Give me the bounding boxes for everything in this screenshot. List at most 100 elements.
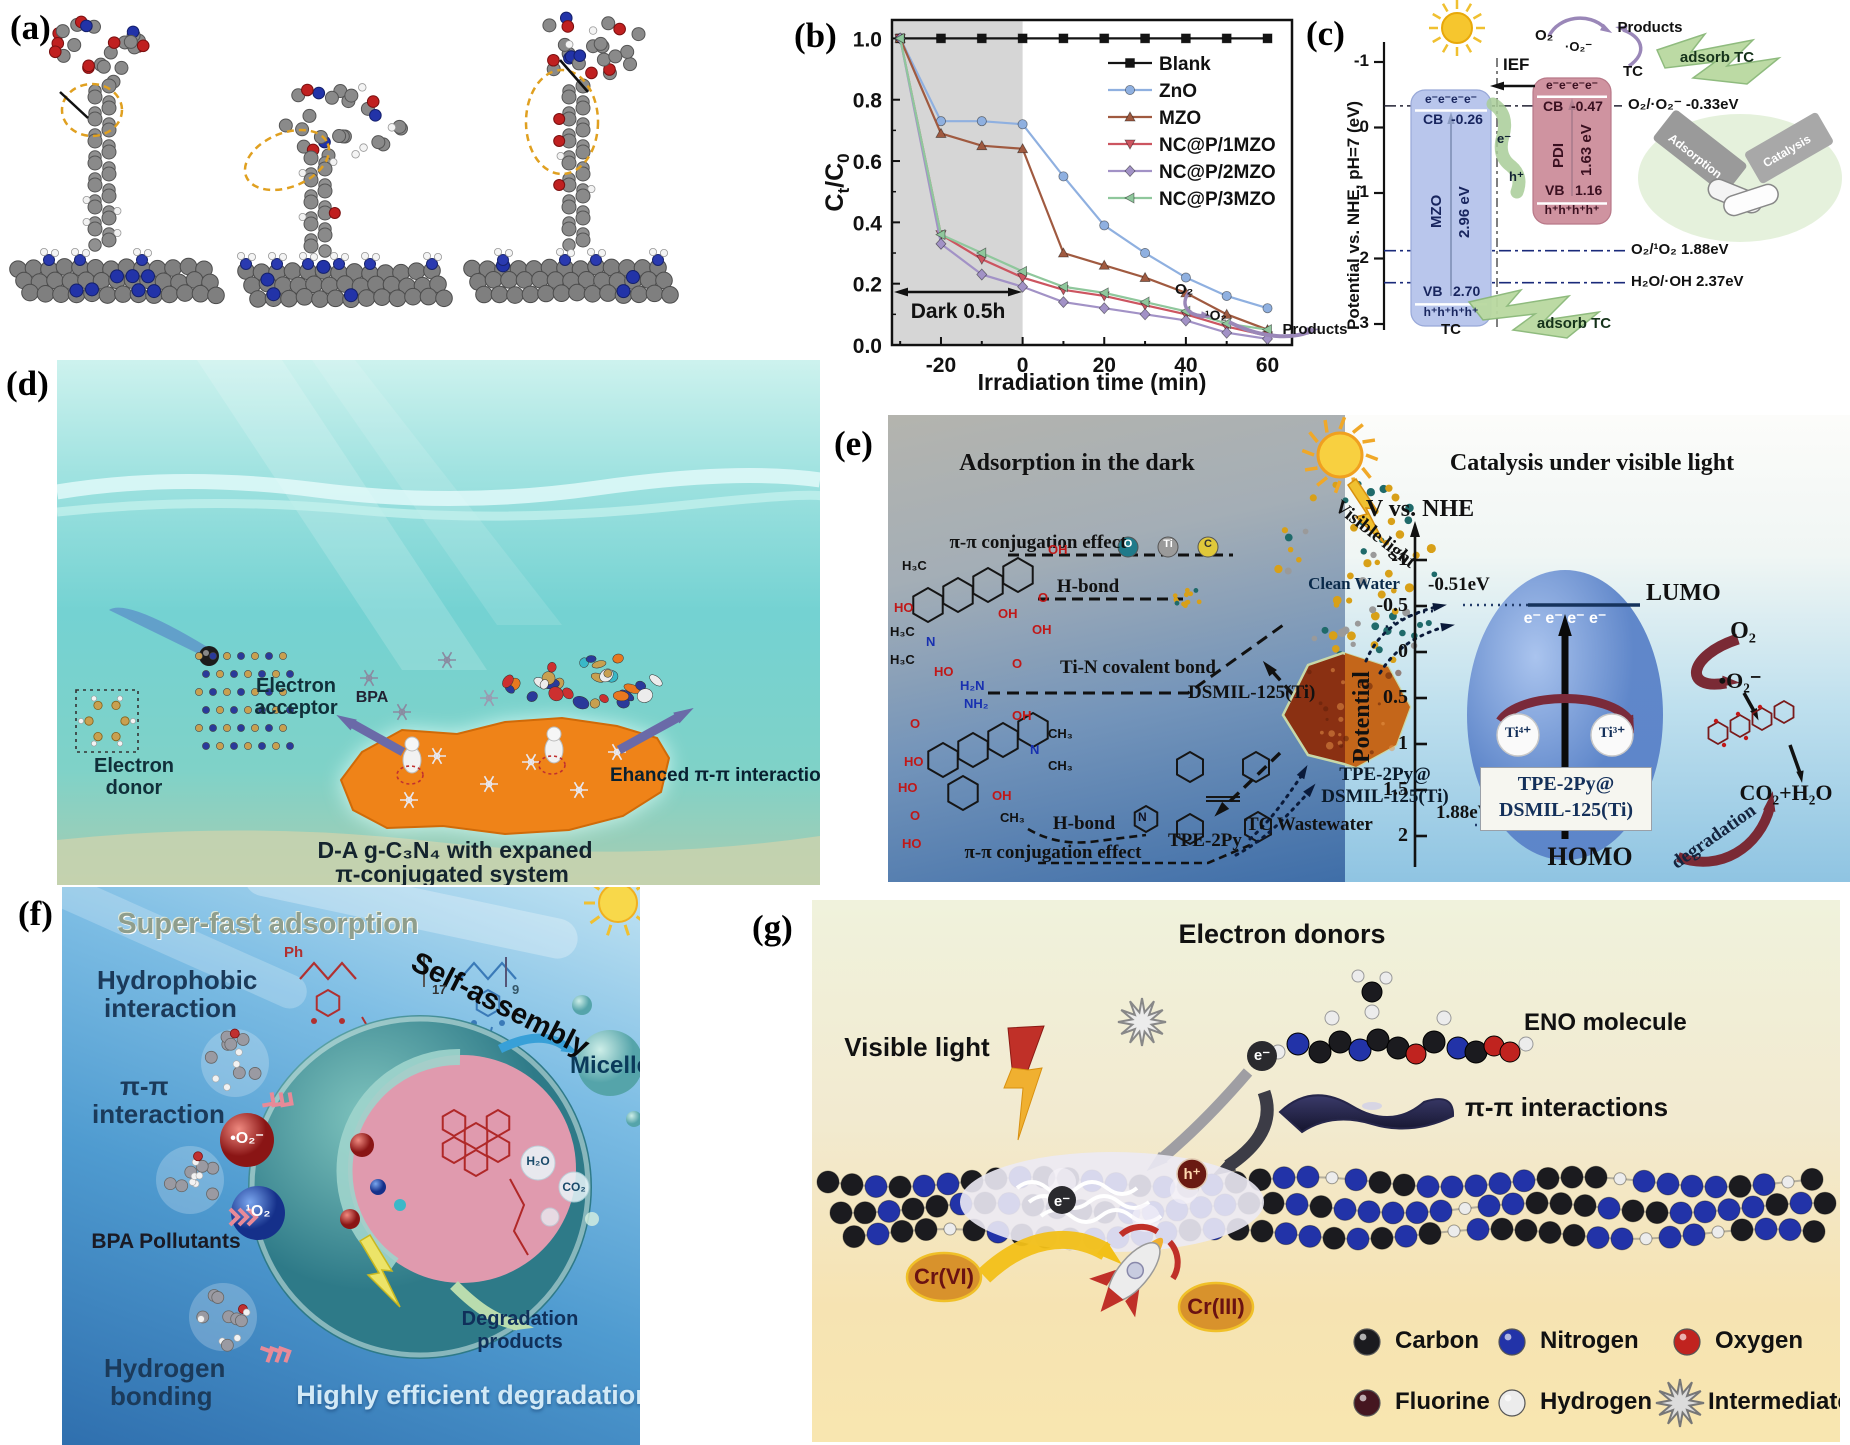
bpa-pollutants-label: BPA Pollutants — [91, 1230, 241, 1253]
n17-label: 17 — [432, 982, 447, 997]
ti3-label: Ti³⁺ — [1598, 725, 1626, 741]
co2-label: CO₂ — [562, 1180, 586, 1194]
band-diagram-graphics — [1183, 0, 1842, 339]
svg-text:NC@P/1MZO: NC@P/1MZO — [1159, 135, 1276, 156]
ti4-label: Ti⁴⁺ — [1504, 725, 1532, 741]
c-axis-tick: -1 — [1353, 51, 1369, 70]
pi-pi-effect-2: π-π conjugation effect — [964, 842, 1142, 863]
pdi-holes: h⁺h⁺h⁺h⁺ — [1544, 203, 1600, 217]
mol2-atom-label: CH₃ — [1000, 810, 1025, 825]
mol1-atom-label: H₂N — [960, 678, 985, 693]
bpa-label: BPA — [355, 689, 389, 706]
redox-level-label: H₂O/·OH 2.37eV — [1631, 272, 1744, 290]
underwater-illustration — [57, 360, 820, 885]
c-bottom-tc: TC — [1441, 321, 1461, 338]
electron-acceptor-line2: acceptor — [254, 697, 338, 719]
c-top-products: Products — [1617, 19, 1683, 36]
e-axis-tick: 0 — [1398, 640, 1408, 662]
mol2-atom-label: CH₃ — [1048, 726, 1073, 741]
highly-efficient-degradation: Highly efficient degradation — [296, 1380, 640, 1410]
mol2-atom-label: OH — [992, 788, 1012, 803]
tc-wastewater-label: TC Wastewater — [1246, 814, 1373, 835]
svg-text:NC@P/2MZO: NC@P/2MZO — [1159, 162, 1276, 183]
transfer-hole: h⁺ — [1509, 169, 1524, 184]
pdi-cb-value: -0.47 — [1571, 98, 1603, 114]
mol2-atom-label: O — [910, 716, 921, 731]
electron-donors-title: Electron donors — [1178, 919, 1386, 949]
electron-acceptor-line1: Electron — [255, 675, 337, 697]
atom-legend-label: Ti — [1163, 538, 1173, 550]
mzo-cb-label: CB — [1423, 111, 1444, 127]
svg-text:Dark 0.5h: Dark 0.5h — [911, 300, 1006, 323]
mzo-gap: 2.96 eV — [1456, 186, 1473, 238]
svg-text:0.0: 0.0 — [853, 335, 882, 358]
nhe-axis-title: V vs. NHE — [1365, 496, 1475, 522]
super-fast-adsorption: Super-fast adsorption — [117, 908, 419, 940]
ph-label: Ph — [284, 944, 304, 961]
mol1-atom-label: H₃C — [902, 558, 927, 573]
eno-molecule-label: ENO molecule — [1524, 1009, 1687, 1036]
c-axis-tick: 1 — [1359, 182, 1369, 201]
c-top-adsorb-tc: adsorb TC — [1679, 49, 1755, 66]
pdi-cb-label: CB — [1543, 98, 1564, 114]
pdi-gap: 1.63 eV — [1578, 124, 1595, 176]
svg-text:ZnO: ZnO — [1159, 81, 1197, 102]
pdi-vb-label: VB — [1545, 182, 1565, 198]
mol2-atom-label: O — [910, 808, 921, 823]
ief-label: IEF — [1503, 55, 1530, 74]
pdi-name: PDI — [1550, 142, 1567, 168]
pipi-line1: π-π — [120, 1071, 169, 1101]
e-axis-tick: -0.5 — [1376, 594, 1408, 616]
mol2-atom-label: CH₃ — [1048, 758, 1073, 773]
panel-e-mechanism: Adsorption in the dark Catalysis under v… — [888, 415, 1850, 882]
electron-label-eno: e⁻ — [1253, 1047, 1271, 1064]
redox-level-label: O₂/¹O₂ 1.88eV — [1631, 240, 1729, 258]
mol1-atom-label: HO — [934, 664, 954, 679]
mol2-atom-label: HO — [904, 754, 924, 769]
co2-h2o-label: CO₂+H₂O — [1739, 780, 1833, 805]
micelle-label: Micelle — [569, 1052, 640, 1079]
panel-a-molecular-models — [0, 0, 685, 347]
lumo-ev-label: -0.51eV — [1428, 574, 1490, 595]
transfer-electron: e⁻ — [1497, 131, 1512, 146]
mol2-atom-label: HO — [902, 836, 922, 851]
panel-c-band-diagram: Potential vs. NHE, pH=7 (eV) IEF e⁻e⁻e⁻e… — [1117, 0, 1850, 347]
svg-text:0: 0 — [1017, 354, 1029, 377]
svg-text:MZO: MZO — [1159, 108, 1201, 129]
svg-text:Irradiation time (min): Irradiation time (min) — [978, 369, 1207, 395]
panel-label-e: (e) — [834, 424, 873, 463]
c-top-o2: O₂ — [1535, 27, 1554, 44]
c-bottom-o2: O₂ — [1175, 281, 1194, 298]
svg-text:NC@P/3MZO: NC@P/3MZO — [1159, 189, 1276, 210]
panel-d-underwater-scheme: Electron acceptor Electron donor BPA Eha… — [57, 360, 820, 885]
mol2-atom-label: N — [1030, 742, 1040, 757]
g-legend-label: Oxygen — [1715, 1327, 1804, 1354]
d-caption-line2: π-conjugated system — [335, 861, 569, 885]
hole-label: h⁺ — [1183, 1166, 1201, 1183]
composite-name-box: TPE-2Py@ DSMIL-125(Ti) — [1480, 767, 1652, 831]
e-axis-tick: -1 — [1391, 548, 1408, 570]
micelle-illustration — [62, 887, 640, 1363]
svg-text:0.2: 0.2 — [853, 274, 882, 297]
mol1-atom-label: OH — [1048, 542, 1068, 557]
panel-label-g: (g) — [752, 908, 793, 947]
clean-water-label: Clean Water — [1308, 574, 1400, 593]
pipi-interactions-label: π-π interactions — [1465, 1092, 1669, 1122]
mol2-atom-label: NH₂ — [964, 696, 989, 711]
e-axis-tick: 1 — [1398, 732, 1408, 754]
hydrophobic-line2: interaction — [104, 993, 237, 1023]
box-line1: TPE-2Py@ — [1517, 773, 1615, 795]
n9-label: 9 — [512, 982, 520, 997]
e-superoxide-label: •O₂⁻ — [1718, 668, 1762, 693]
svg-text:0.6: 0.6 — [853, 151, 882, 174]
h-bond-2: H-bond — [1052, 813, 1116, 834]
g-visible-light-label: Visible light — [844, 1032, 990, 1062]
h2o-label: H₂O — [526, 1154, 550, 1168]
g-legend-label: Fluorine — [1395, 1388, 1490, 1415]
graphene-illustration — [816, 969, 1837, 1428]
panel-label-d: (d) — [6, 364, 49, 403]
crystal-label-line2: DSMIL-125(Ti) — [1321, 786, 1449, 807]
mzo-holes: h⁺h⁺h⁺h⁺ — [1423, 305, 1479, 319]
